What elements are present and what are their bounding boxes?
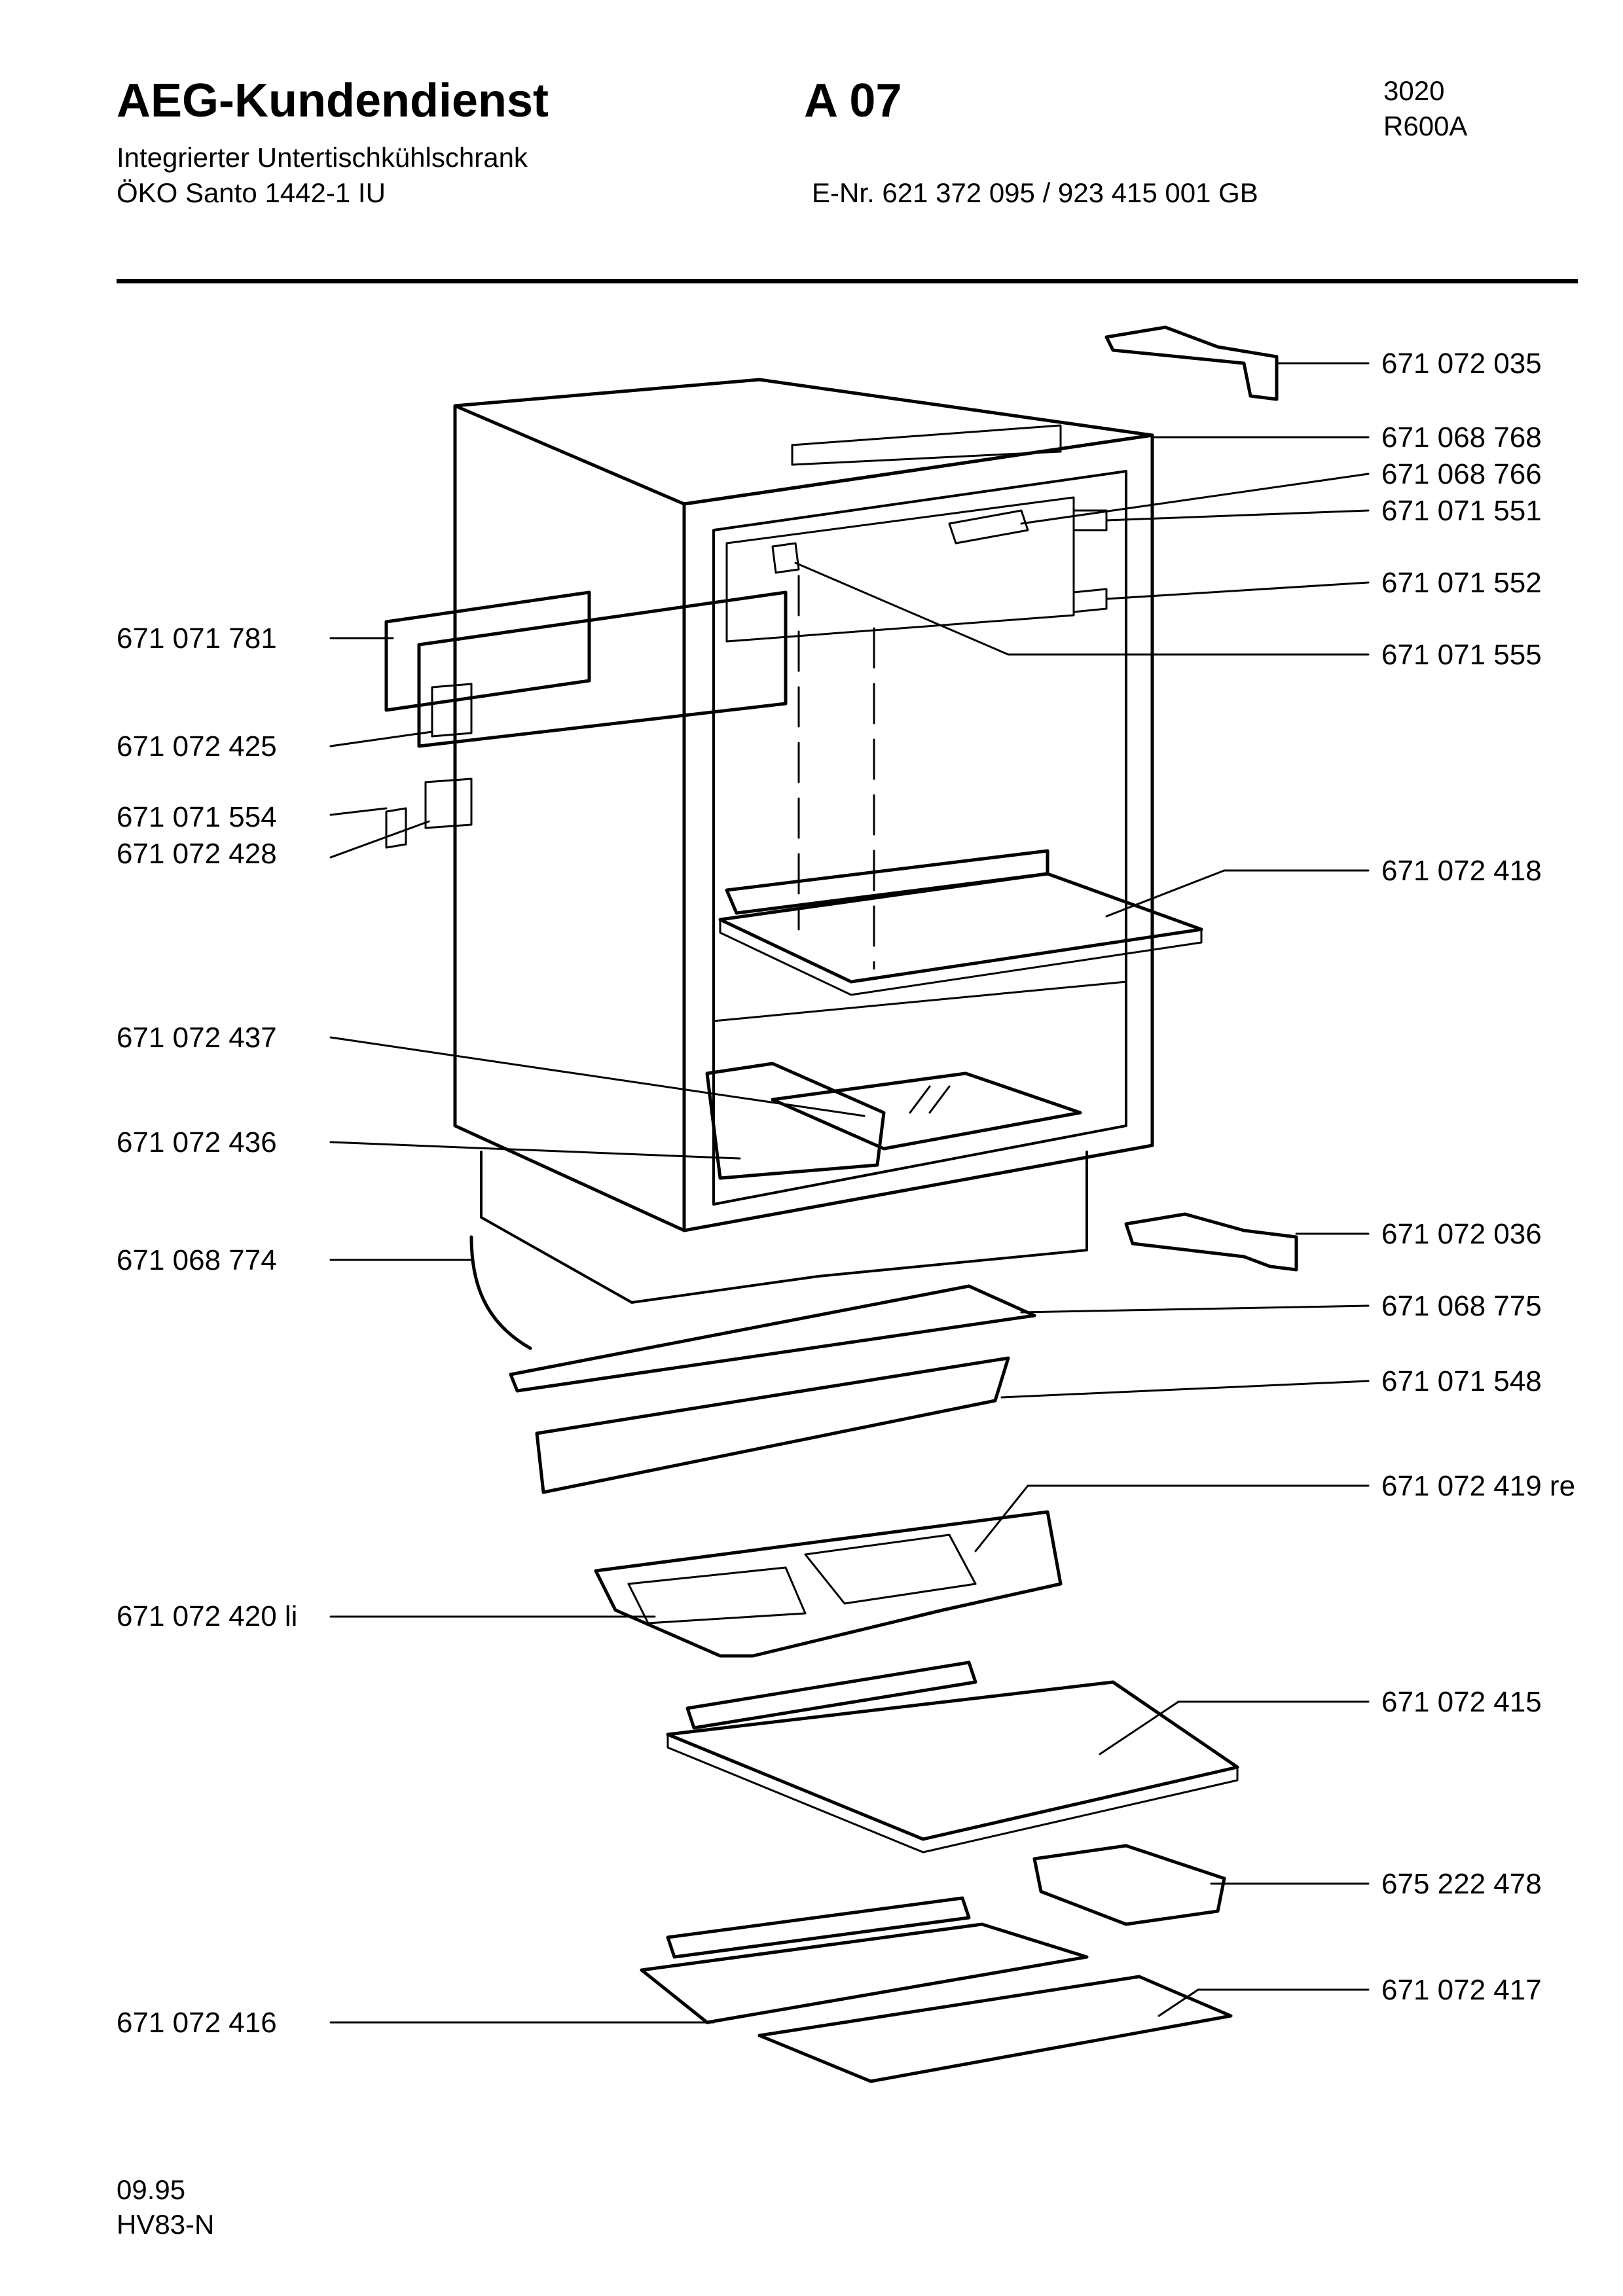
part-label: 671 068 766	[1381, 458, 1542, 490]
part-label: 671 068 774	[117, 1244, 277, 1276]
leader-lines-right	[794, 362, 1370, 2017]
glass-shelves-lower	[640, 1896, 1233, 2083]
leader-lines-left	[329, 637, 866, 2024]
hardware-parts	[771, 509, 1108, 613]
part-label: 671 068 775	[1381, 1290, 1542, 1322]
part-label: 671 072 419 re	[1381, 1470, 1576, 1502]
ice-cube-tray	[1032, 1844, 1226, 1926]
model-code: A 07	[804, 75, 902, 127]
part-label: 671 072 416	[117, 2007, 277, 2039]
part-label: 671 068 768	[1381, 422, 1542, 454]
part-label: 671 072 428	[117, 838, 277, 870]
refrigerant: R600A	[1383, 111, 1468, 141]
part-label: 671 072 437	[117, 1022, 277, 1054]
glass-shelf-418	[718, 849, 1203, 996]
part-label: 671 071 555	[1381, 639, 1542, 671]
part-label: 671 071 551	[1381, 495, 1542, 527]
product-model: ÖKO Santo 1442-1 IU	[117, 177, 386, 208]
part-label: 671 072 425	[117, 730, 277, 762]
glass-shelf-415	[666, 1660, 1239, 1854]
footer-date: 09.95	[117, 2174, 186, 2205]
part-label: 675 222 478	[1381, 1868, 1542, 1900]
part-label: 671 072 436	[117, 1126, 277, 1158]
product-description: Integrierter Untertischkühlschrank	[117, 142, 528, 173]
crisper-drawers	[705, 1062, 1082, 1180]
part-label: 671 071 548	[1381, 1365, 1542, 1397]
part-label: 671 072 418	[1381, 855, 1542, 887]
part-label: 671 072 417	[1381, 1974, 1542, 2006]
header-divider	[117, 279, 1578, 283]
footer-reference: HV83-N	[117, 2209, 215, 2240]
top-hinge	[1104, 325, 1279, 401]
bottom-hinge	[1124, 1212, 1298, 1272]
part-label: 671 071 554	[117, 801, 277, 833]
e-number: E-Nr. 621 372 095 / 923 415 001 GB	[812, 177, 1258, 208]
brand-title: AEG-Kundendienst	[117, 75, 549, 127]
cover-strips	[509, 1284, 1036, 1494]
part-label: 671 071 781	[117, 622, 277, 655]
part-label: 671 072 036	[1381, 1218, 1542, 1250]
part-label: 671 071 552	[1381, 567, 1542, 599]
cabinet-body	[453, 378, 1154, 1304]
ref-number: 3020	[1383, 75, 1445, 106]
part-label: 671 072 420 li	[117, 1600, 298, 1632]
control-panel	[384, 590, 788, 849]
part-label: 671 072 415	[1381, 1686, 1542, 1718]
drain-tube	[469, 1235, 532, 1350]
door-trays	[594, 1510, 1063, 1658]
part-label: 671 072 035	[1381, 348, 1542, 380]
